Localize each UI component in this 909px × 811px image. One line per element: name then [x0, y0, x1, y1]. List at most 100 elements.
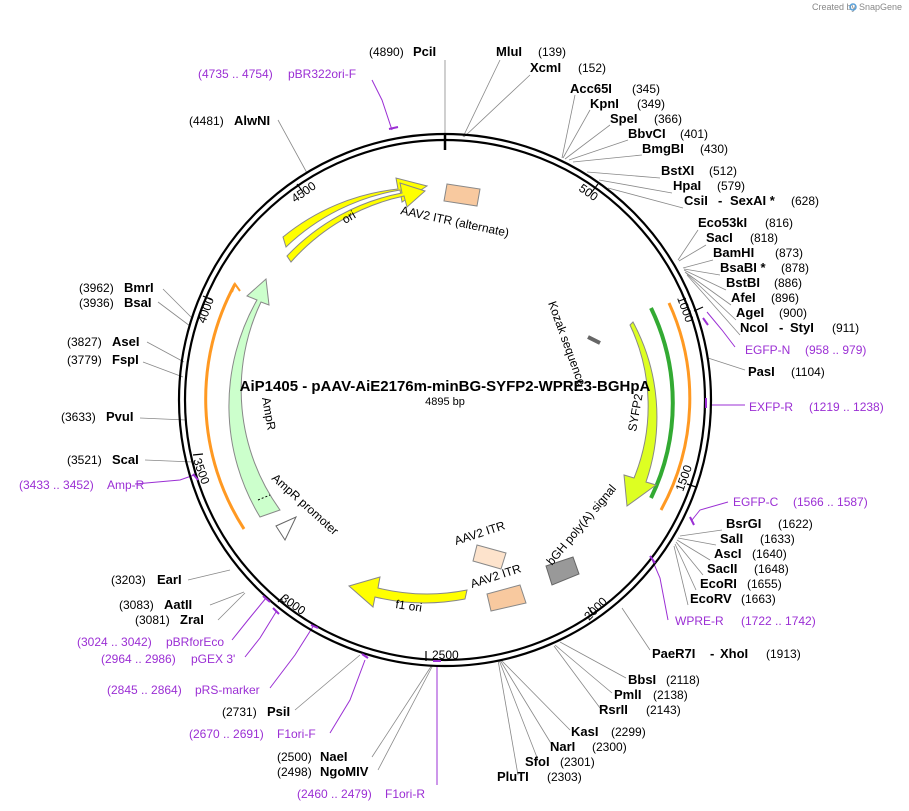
site-name[interactable]: NcoI [740, 320, 768, 335]
site-pos: (2498) [277, 765, 312, 779]
syfp2-label: SYFP2 [625, 392, 645, 432]
site-name[interactable]: SfoI [525, 754, 550, 769]
site-name[interactable]: BmrI [124, 280, 154, 295]
site-pos: (2138) [653, 688, 688, 702]
primer-name[interactable]: EGFP-N [745, 343, 790, 357]
site-name[interactable]: KpnI [590, 96, 619, 111]
site-name[interactable]: PluTI [497, 769, 529, 784]
tick-label: 2500 [432, 648, 459, 662]
aav2-itr-alternate-box[interactable] [443, 183, 481, 207]
site-name[interactable]: KasI [571, 724, 598, 739]
primer-name[interactable]: Amp-R [107, 478, 145, 492]
site-name[interactable]: BsaBI * [720, 260, 766, 275]
site-name[interactable]: BstBI [726, 275, 760, 290]
ori-arrow[interactable] [282, 177, 429, 248]
site-name[interactable]: EcoRI [700, 576, 737, 591]
site-name[interactable]: Acc65I [570, 81, 612, 96]
site-name[interactable]: RsrII [599, 702, 628, 717]
primer-range: (2670 .. 2691) [189, 727, 264, 741]
site-name[interactable]: StyI [790, 320, 814, 335]
site-name[interactable]: NaeI [320, 749, 347, 764]
site-name[interactable]: AfeI [731, 290, 756, 305]
site-name[interactable]: AscI [714, 546, 741, 561]
site-name[interactable]: PmlI [614, 687, 641, 702]
site-name[interactable]: PaeR7I [652, 646, 695, 661]
primer-name[interactable]: WPRE-R [675, 614, 724, 628]
ampr-arrow[interactable] [228, 277, 281, 518]
primer-range: (3433 .. 3452) [19, 478, 94, 492]
primer-name[interactable]: F1ori-R [385, 787, 425, 801]
site-name[interactable]: SacII [707, 561, 737, 576]
site-name[interactable]: EcoRV [690, 591, 732, 606]
ampr-orange-outline [204, 283, 246, 530]
site-name[interactable]: BstXI [661, 163, 694, 178]
site-name[interactable]: XcmI [530, 60, 561, 75]
site-name[interactable]: EarI [157, 572, 182, 587]
site-name[interactable]: AgeI [736, 305, 764, 320]
site-pos: (1633) [760, 532, 795, 546]
site-name[interactable]: BamHI [713, 245, 754, 260]
site-name[interactable]: AatII [164, 597, 192, 612]
site-name[interactable]: PasI [748, 364, 775, 379]
tick-label: 3000 [278, 591, 308, 618]
primer-name[interactable]: F1ori-F [277, 727, 316, 741]
snapgene-logo-icon [849, 3, 857, 11]
site-name[interactable]: SpeI [610, 111, 637, 126]
site-pos: (873) [775, 246, 803, 260]
site-name[interactable]: ZraI [180, 612, 204, 627]
syfp2-arrow[interactable] [623, 321, 658, 507]
site-pos: (345) [632, 82, 660, 96]
site-name[interactable]: MluI [496, 44, 522, 59]
site-name[interactable]: BsrGI [726, 516, 761, 531]
site-name[interactable]: XhoI [720, 646, 748, 661]
primer-name[interactable]: EGFP-C [733, 495, 779, 509]
primer-range: (958 .. 979) [805, 343, 866, 357]
site-pos: (3936) [79, 296, 114, 310]
site-name[interactable]: ScaI [112, 452, 139, 467]
syfp2-green-outline [649, 307, 675, 499]
site-name[interactable]: SalI [720, 531, 743, 546]
site-pos: (816) [765, 216, 793, 230]
aav2-itr-lower-box[interactable] [486, 584, 527, 612]
site-name[interactable]: CsiI [684, 193, 708, 208]
site-pos: (3827) [67, 335, 102, 349]
primer-name[interactable]: pBR322ori-F [288, 67, 356, 81]
bgh-polya-box[interactable] [545, 556, 580, 586]
kozak-label: Kozak sequence [545, 299, 589, 387]
plasmid-title: AiP1405 - pAAV-AiE2176m-minBG-SYFP2-WPRE… [240, 378, 651, 395]
ampr-promoter-arrow[interactable] [275, 515, 298, 542]
site-connectors [139, 59, 746, 776]
site-name[interactable]: NgoMIV [320, 764, 369, 779]
site-name[interactable]: FspI [112, 352, 139, 367]
site-name[interactable]: SacI [706, 230, 733, 245]
primer-connectors [134, 79, 745, 785]
site-name[interactable]: PciI [413, 44, 436, 59]
site-name[interactable]: NarI [550, 739, 575, 754]
site-name[interactable]: BbvCI [628, 126, 666, 141]
site-name[interactable]: BbsI [628, 672, 656, 687]
site-pos: (896) [771, 291, 799, 305]
ori-arrow-body[interactable] [286, 182, 426, 263]
site-name[interactable]: PsiI [267, 704, 290, 719]
site-pos: (3962) [79, 281, 114, 295]
site-pos: (2303) [547, 770, 582, 784]
site-pos: (900) [779, 306, 807, 320]
site-name[interactable]: Eco53kI [698, 215, 747, 230]
site-name[interactable]: SexAI * [730, 193, 776, 208]
primer-name[interactable]: EXFP-R [749, 400, 793, 414]
ampr-orange-arrowhead [231, 281, 241, 293]
site-name[interactable]: PvuI [106, 409, 133, 424]
site-name[interactable]: BmgBI [642, 141, 684, 156]
aav2-itr-upper-box[interactable] [472, 544, 507, 570]
primer-name[interactable]: pGEX 3' [191, 652, 235, 666]
site-name[interactable]: HpaI [673, 178, 701, 193]
primer-name[interactable]: pRS-marker [195, 683, 260, 697]
f1-ori-arrow[interactable] [347, 576, 468, 608]
site-name[interactable]: AlwNI [234, 113, 270, 128]
site-name[interactable]: BsaI [124, 295, 151, 310]
credit-brand: SnapGene [859, 2, 902, 12]
primer-name[interactable]: pBRforEco [166, 635, 224, 649]
site-pos: (349) [637, 97, 665, 111]
site-name[interactable]: AseI [112, 334, 139, 349]
kozak-mark[interactable] [587, 335, 601, 345]
